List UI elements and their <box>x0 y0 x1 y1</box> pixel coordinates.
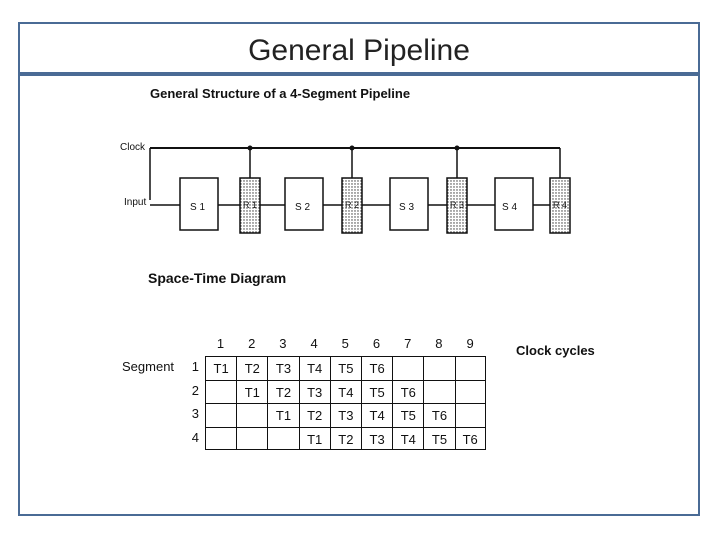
cycle-header-8: 8 <box>435 336 443 351</box>
grid-cell: T5 <box>423 426 455 450</box>
grid-cell <box>454 356 486 380</box>
stage-label-2: S 2 <box>295 202 310 213</box>
clock-label: Clock <box>120 142 146 153</box>
grid-cell: T2 <box>298 403 330 427</box>
register-label-3: R 3 <box>450 200 464 210</box>
grid-cell: T2 <box>329 426 361 450</box>
segment-row-header: Segment <box>122 359 175 374</box>
slide-frame: General Pipeline <box>18 22 700 516</box>
space-time-title: Space-Time Diagram <box>148 270 287 286</box>
grid-cell: T4 <box>392 426 424 450</box>
grid-cell: T1 <box>267 403 299 427</box>
grid-cell: T5 <box>329 356 361 380</box>
grid-cell <box>454 379 486 403</box>
diagram-subtitle: General Structure of a 4-Segment Pipelin… <box>150 86 411 101</box>
stage-box-3 <box>389 177 429 231</box>
pipeline-diagram: Clock Input S 1 R 1 S 2 R 2 S 3 R 3 S 4 … <box>120 142 571 234</box>
grid-cell: T1 <box>298 426 330 450</box>
cycle-header-5: 5 <box>341 336 349 351</box>
grid-cell: T3 <box>361 426 393 450</box>
slide-title: General Pipeline <box>248 34 470 67</box>
cycle-header-6: 6 <box>372 336 381 351</box>
grid-cell <box>423 379 455 403</box>
register-label-4: R 4 <box>553 200 567 210</box>
grid-cell: T3 <box>267 356 299 380</box>
grid-cell <box>205 379 237 403</box>
title-band: General Pipeline <box>20 24 698 76</box>
cycle-header-9: 9 <box>466 336 474 351</box>
segment-number-1: 1 <box>191 359 199 374</box>
cycle-header-1: 1 <box>216 336 225 351</box>
grid-cell: T4 <box>329 379 361 403</box>
grid-cell <box>236 426 268 450</box>
register-label-1: R 1 <box>243 200 257 210</box>
grid-cell: T3 <box>298 379 330 403</box>
grid-cell: T6 <box>392 379 424 403</box>
grid-cell: T6 <box>361 356 393 380</box>
stage-box-4 <box>494 177 534 231</box>
cycle-header-3: 3 <box>279 336 287 351</box>
segment-number-4: 4 <box>191 429 199 445</box>
cycle-header-7: 7 <box>404 336 412 351</box>
segment-number-3: 3 <box>191 406 199 421</box>
grid-cell <box>236 403 268 427</box>
segment-number-2: 2 <box>191 382 199 398</box>
grid-cell: T4 <box>298 356 330 380</box>
stage-box-1 <box>179 177 219 231</box>
grid-cell: T1 <box>205 356 237 380</box>
grid-cell: T6 <box>423 403 455 427</box>
grid-cell <box>423 356 455 380</box>
grid-cell: T6 <box>454 426 486 450</box>
grid-cell: T2 <box>236 356 268 380</box>
grid-cell <box>267 426 299 450</box>
grid-cell: T4 <box>361 403 393 427</box>
grid-cell: T5 <box>392 403 424 427</box>
grid-cell <box>454 403 486 427</box>
grid-cell: T3 <box>329 403 361 427</box>
stage-label-1: S 1 <box>190 202 205 213</box>
stage-label-3: S 3 <box>399 202 414 213</box>
grid-cell <box>392 356 424 380</box>
grid-cell: T2 <box>267 379 299 403</box>
stage-box-2 <box>284 177 324 231</box>
clock-cycles-label: Clock cycles <box>516 343 595 358</box>
grid-cell: T1 <box>236 379 268 403</box>
grid-cell <box>205 426 237 450</box>
cycle-header-2: 2 <box>248 336 256 351</box>
grid-cell: T5 <box>361 379 393 403</box>
register-label-2: R 2 <box>345 200 359 210</box>
stage-label-4: S 4 <box>502 202 517 213</box>
cycle-header-4: 4 <box>310 336 318 351</box>
grid-cell <box>205 403 237 427</box>
input-label: Input <box>124 197 146 208</box>
